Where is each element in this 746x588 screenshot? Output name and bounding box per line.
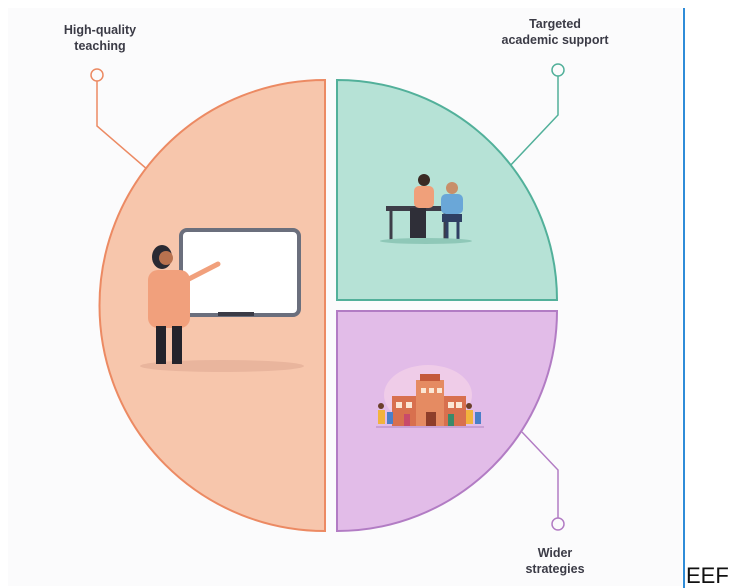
connector-node-targeted: [551, 63, 565, 77]
label-wider-line1: Wider: [537, 546, 573, 560]
label-wider-strategies: Wider strategies: [500, 545, 610, 577]
blue-divider-line: [683, 8, 685, 588]
connector-node-high-quality: [90, 68, 104, 82]
label-high-quality-line2: teaching: [74, 39, 126, 53]
connector-node-wider: [551, 517, 565, 531]
label-targeted-academic-support: Targeted academic support: [470, 16, 640, 48]
connector-targeted: [507, 76, 559, 169]
label-high-quality-teaching: High-quality teaching: [40, 22, 160, 54]
label-wider-line2: strategies: [525, 562, 585, 576]
eef-corner-text: EEF: [686, 563, 729, 588]
label-targeted-line2: academic support: [501, 33, 609, 47]
connector-high-quality: [96, 81, 149, 171]
school-community-illustration: [376, 365, 484, 428]
label-high-quality-line1: High-quality: [63, 23, 137, 37]
tutoring-table-illustration: [380, 174, 472, 244]
label-targeted-line1: Targeted: [529, 17, 581, 31]
connector-wider: [521, 431, 559, 518]
teacher-whiteboard-illustration: [140, 228, 304, 372]
